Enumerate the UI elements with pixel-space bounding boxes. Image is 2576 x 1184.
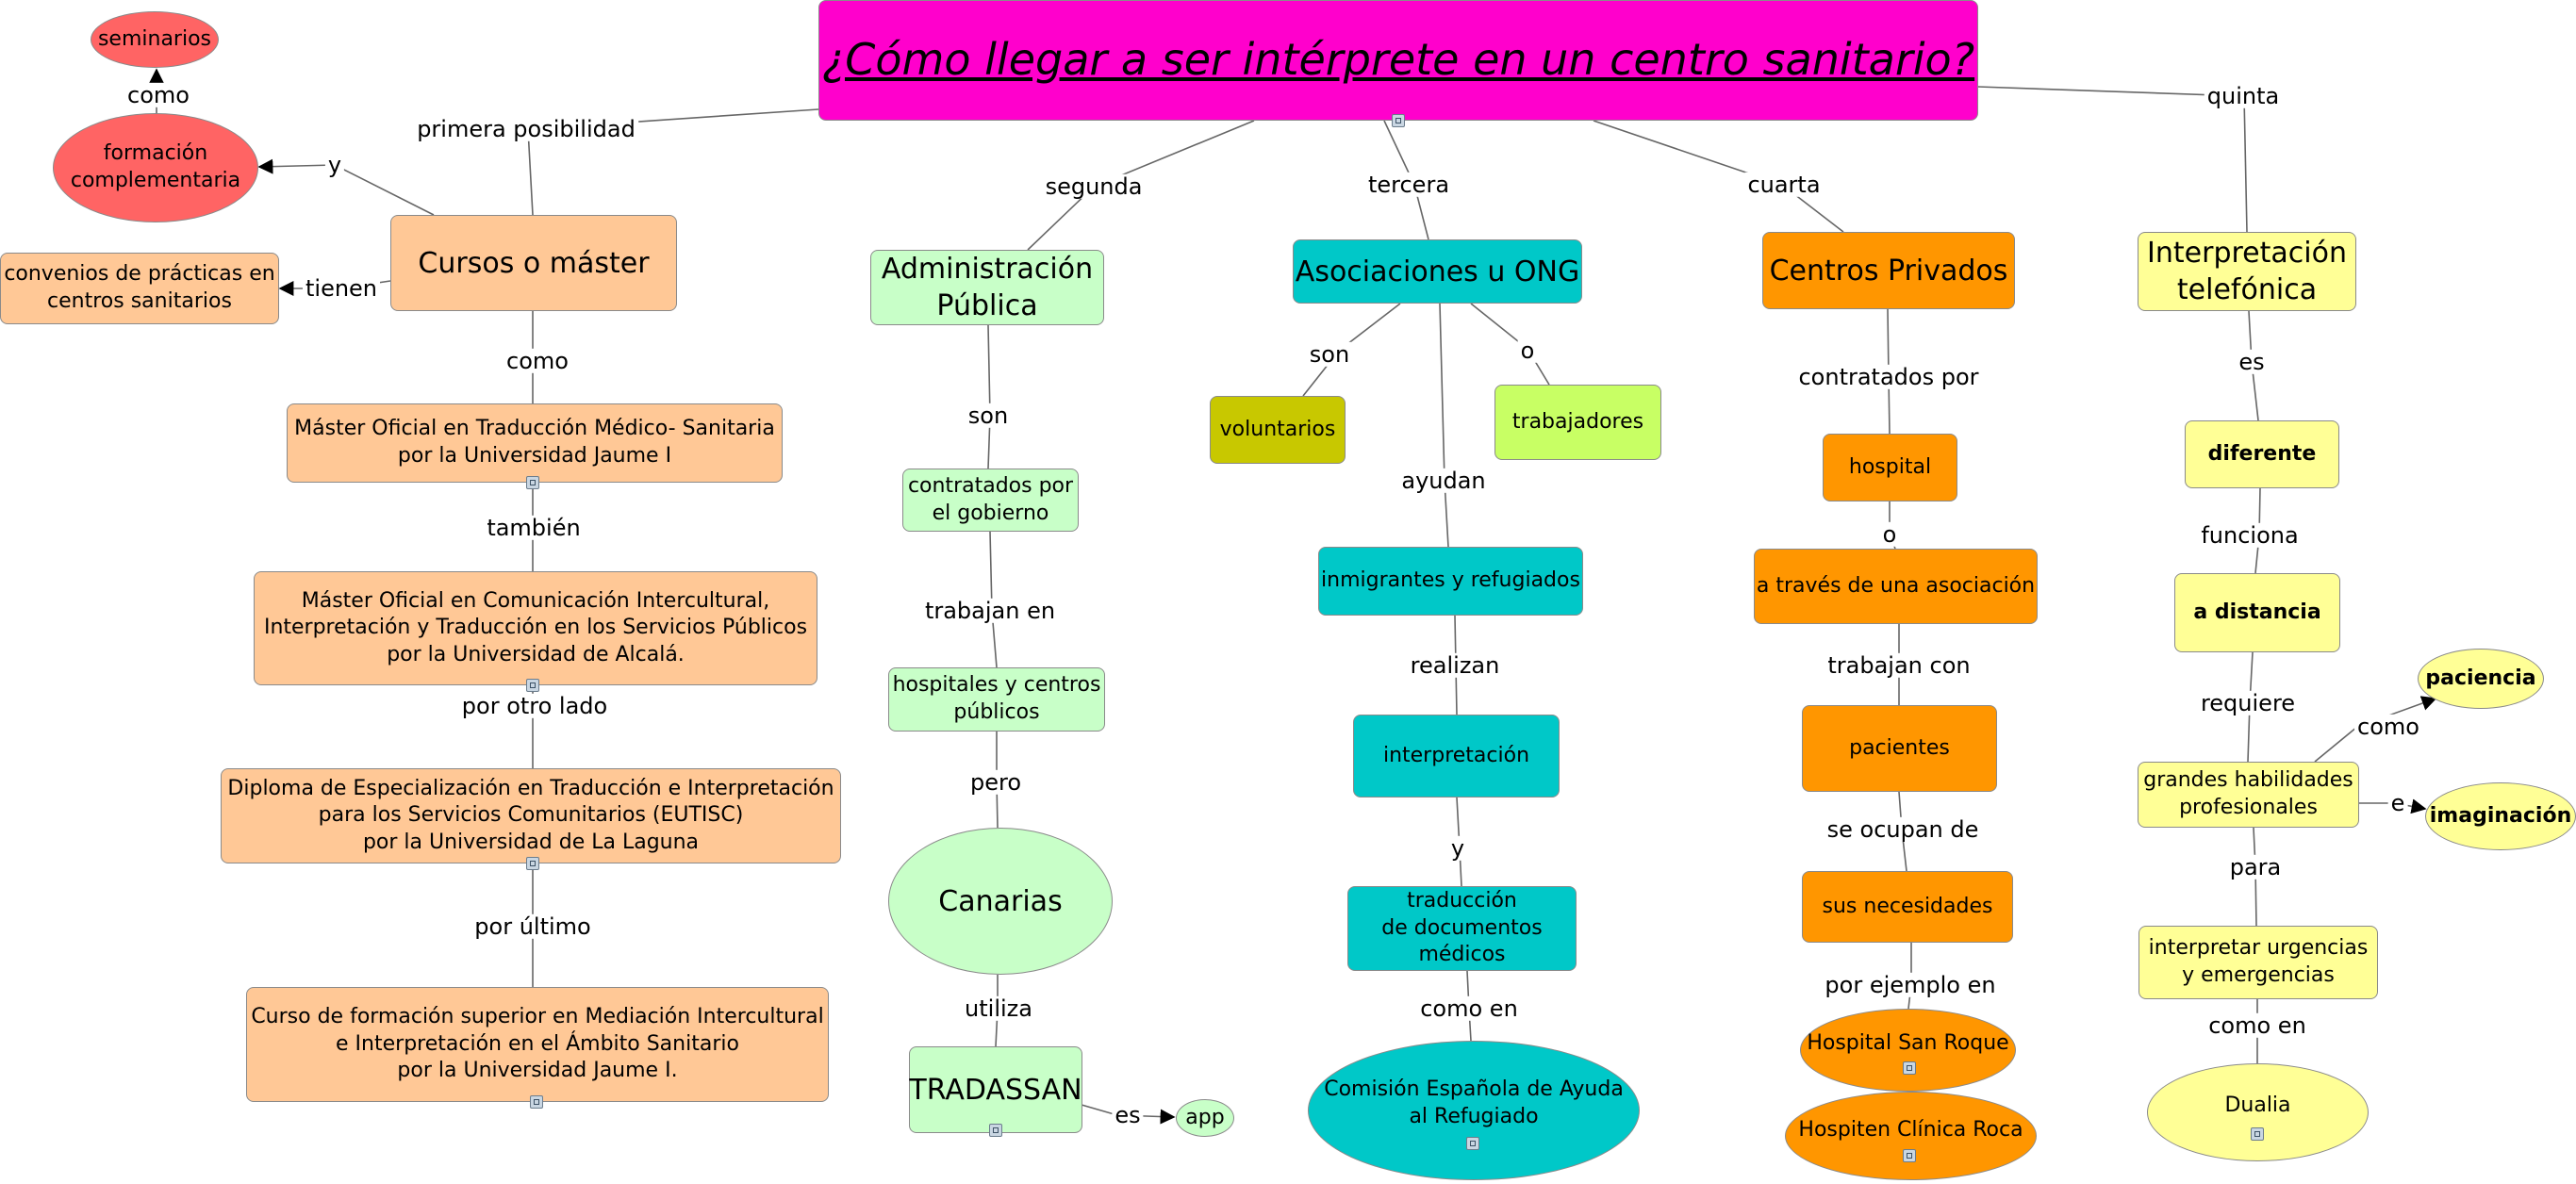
link-label: para (2226, 854, 2285, 880)
link-label: cuarta (1744, 172, 1824, 197)
node-urgencias[interactable]: interpretar urgencias y emergencias (2138, 926, 2378, 999)
link-label: por otro lado (458, 693, 611, 718)
node-curso-jaume[interactable]: Curso de formación superior en Mediación… (246, 987, 829, 1102)
node-clinica-roca[interactable]: Hospiten Clínica Roca (1785, 1092, 2037, 1180)
node-tradassan[interactable]: TRADASSAN (909, 1046, 1082, 1133)
link-label: trabajan con (1825, 652, 1973, 678)
link-label: realizan (1407, 652, 1503, 678)
node-seminarios[interactable]: seminarios (91, 11, 219, 68)
resource-icon[interactable] (526, 679, 539, 692)
node-formacion[interactable]: formación complementaria (53, 113, 258, 222)
line-ayudan (1439, 303, 1449, 548)
node-traduccion-docs[interactable]: traducción de documentos médicos (1347, 886, 1577, 971)
link-label: e (2387, 790, 2408, 815)
node-cear[interactable]: Comisión Española de Ayuda al Refugiado (1308, 1041, 1640, 1180)
node-hospital[interactable]: hospital (1823, 434, 1957, 502)
link-label: como (2354, 714, 2422, 739)
node-asociacion[interactable]: a través de una asociación (1754, 549, 2038, 624)
line-son-admin (987, 324, 991, 469)
node-master-alcala[interactable]: Máster Oficial en Comunicación Intercult… (254, 571, 817, 685)
node-interpretacion[interactable]: interpretación (1353, 715, 1560, 798)
node-necesidades[interactable]: sus necesidades (1802, 871, 2013, 943)
link-label: por ejemplo en (1822, 972, 1999, 997)
resource-icon[interactable] (1392, 114, 1405, 127)
link-label: como (124, 82, 192, 107)
link-label: se ocupan de (1824, 816, 1982, 842)
link-label: o (1879, 521, 1900, 547)
link-label: y (324, 152, 345, 177)
link-label: tercera (1364, 172, 1453, 197)
node-telefonica[interactable]: Interpretación telefónica (2138, 232, 2356, 311)
link-label: como (504, 348, 571, 373)
link-label: quinta (2204, 83, 2283, 108)
link-label: contratados por (1795, 364, 1982, 389)
link-label: o (1517, 337, 1538, 363)
link-label: como en (1417, 995, 1521, 1021)
node-contratados-gob[interactable]: contratados por el gobierno (902, 469, 1079, 532)
title-node[interactable]: ¿Cómo llegar a ser intérprete en un cent… (818, 0, 1978, 121)
node-voluntarios[interactable]: voluntarios (1210, 396, 1346, 464)
link-label: por último (471, 913, 594, 939)
link-label: como en (2205, 1012, 2309, 1038)
node-pacientes[interactable]: pacientes (1802, 705, 1997, 792)
link-label: tienen (302, 275, 381, 301)
link-label: segunda (1042, 173, 1146, 199)
resource-icon[interactable] (2251, 1127, 2264, 1141)
node-canarias[interactable]: Canarias (888, 828, 1113, 975)
node-app[interactable]: app (1176, 1099, 1234, 1137)
node-cursos[interactable]: Cursos o máster (390, 215, 677, 311)
node-dualia[interactable]: Dualia (2147, 1063, 2369, 1161)
node-habilidades[interactable]: grandes habilidades profesionales (2138, 762, 2359, 828)
link-label: y (1447, 835, 1468, 861)
link-label: primera posibilidad (414, 116, 638, 141)
node-master-jaume[interactable]: Máster Oficial en Traducción Médico- San… (287, 403, 783, 483)
resource-icon[interactable] (1903, 1061, 1916, 1075)
link-label: requiere (2197, 690, 2299, 715)
link-label: también (484, 515, 584, 540)
node-admin[interactable]: Administración Pública (870, 250, 1104, 325)
resource-icon[interactable] (526, 857, 539, 870)
node-asociaciones[interactable]: Asociaciones u ONG (1293, 239, 1582, 304)
page-title: ¿Cómo llegar a ser intérprete en un cent… (821, 34, 1975, 86)
link-label: son (965, 403, 1012, 428)
resource-icon[interactable] (526, 476, 539, 489)
link-label: es (2236, 349, 2268, 374)
resource-icon[interactable] (530, 1095, 543, 1109)
node-imaginacion[interactable]: imaginación (2425, 782, 2576, 850)
link-label: utiliza (962, 995, 1035, 1021)
link-label: trabajan en (921, 598, 1059, 623)
link-label: pero (966, 769, 1025, 795)
resource-icon[interactable] (1466, 1137, 1479, 1150)
link-label: funciona (2198, 522, 2302, 548)
node-trabajadores[interactable]: trabajadores (1494, 385, 1661, 460)
node-diferente[interactable]: diferente (2185, 420, 2339, 488)
link-label: ayudan (1398, 468, 1489, 493)
node-distancia[interactable]: a distancia (2174, 573, 2340, 652)
node-paciencia[interactable]: paciencia (2418, 649, 2544, 709)
link-label: es (1112, 1102, 1144, 1127)
resource-icon[interactable] (989, 1124, 1002, 1137)
line-y-formacion (257, 158, 435, 216)
node-inmigrantes[interactable]: inmigrantes y refugiados (1318, 547, 1583, 616)
line-o-ong (1470, 303, 1550, 386)
node-san-roque[interactable]: Hospital San Roque (1800, 1009, 2016, 1092)
node-diploma-laguna[interactable]: Diploma de Especialización en Traducción… (221, 768, 841, 863)
resource-icon[interactable] (1903, 1149, 1916, 1162)
link-label: son (1306, 341, 1353, 367)
node-privados[interactable]: Centros Privados (1762, 232, 2015, 309)
node-hospitales-pub[interactable]: hospitales y centros públicos (888, 667, 1105, 732)
node-convenios[interactable]: convenios de prácticas en centros sanita… (0, 253, 279, 324)
